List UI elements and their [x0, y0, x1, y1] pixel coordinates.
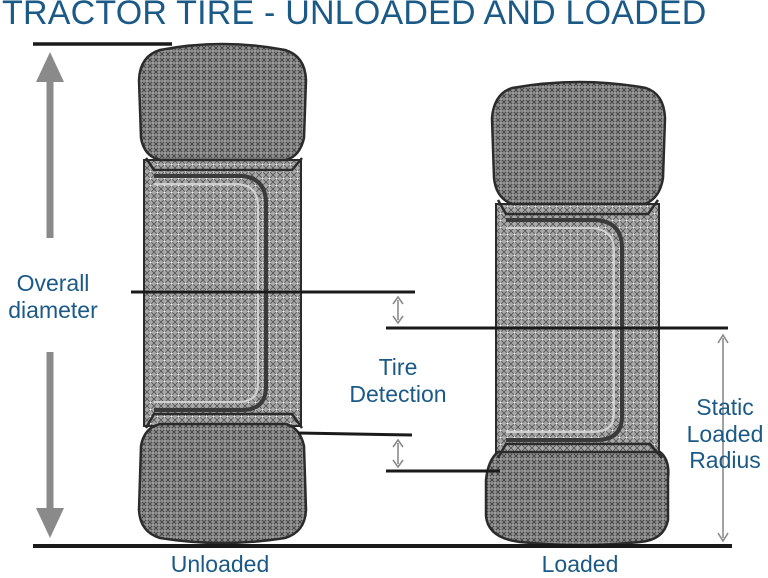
overall-diameter-line1: Overall [16, 270, 90, 296]
unloaded-tire-rim [154, 174, 268, 412]
loaded-tire-rim [506, 218, 624, 442]
tire-detection-line2: Detection [349, 380, 447, 407]
overall-diameter-line2: diameter [8, 296, 98, 323]
unloaded-caption: Unloaded [170, 551, 270, 577]
static-loaded-radius-line1: Static [696, 394, 754, 420]
tire-detection-line1: Tire [378, 354, 418, 380]
tire-detection-label: Tire Detection [338, 354, 458, 407]
loaded-tire [484, 80, 670, 547]
unloaded-tire-top-tread [137, 42, 308, 162]
loaded-tire-sidewall [495, 203, 660, 457]
static-loaded-radius-label: Static Loaded Radius [680, 394, 768, 474]
unloaded-tire-bottom-tread [137, 422, 308, 545]
loaded-tire-bottom-tread [484, 450, 670, 547]
diagram-title: TRACTOR TIRE - UNLOADED AND LOADED [2, 0, 707, 32]
static-loaded-radius-line3: Radius [689, 447, 761, 474]
double-arrow-icon [392, 295, 404, 325]
overall-diameter-arrow [36, 52, 64, 538]
double-arrow-icon [717, 333, 729, 543]
overall-diameter-label: Overall diameter [0, 270, 106, 323]
loaded-tire-top-tread [490, 80, 667, 206]
double-arrow-icon [392, 438, 404, 469]
static-loaded-radius-line2: Loaded [686, 420, 764, 447]
loaded-caption: Loaded [541, 551, 619, 577]
